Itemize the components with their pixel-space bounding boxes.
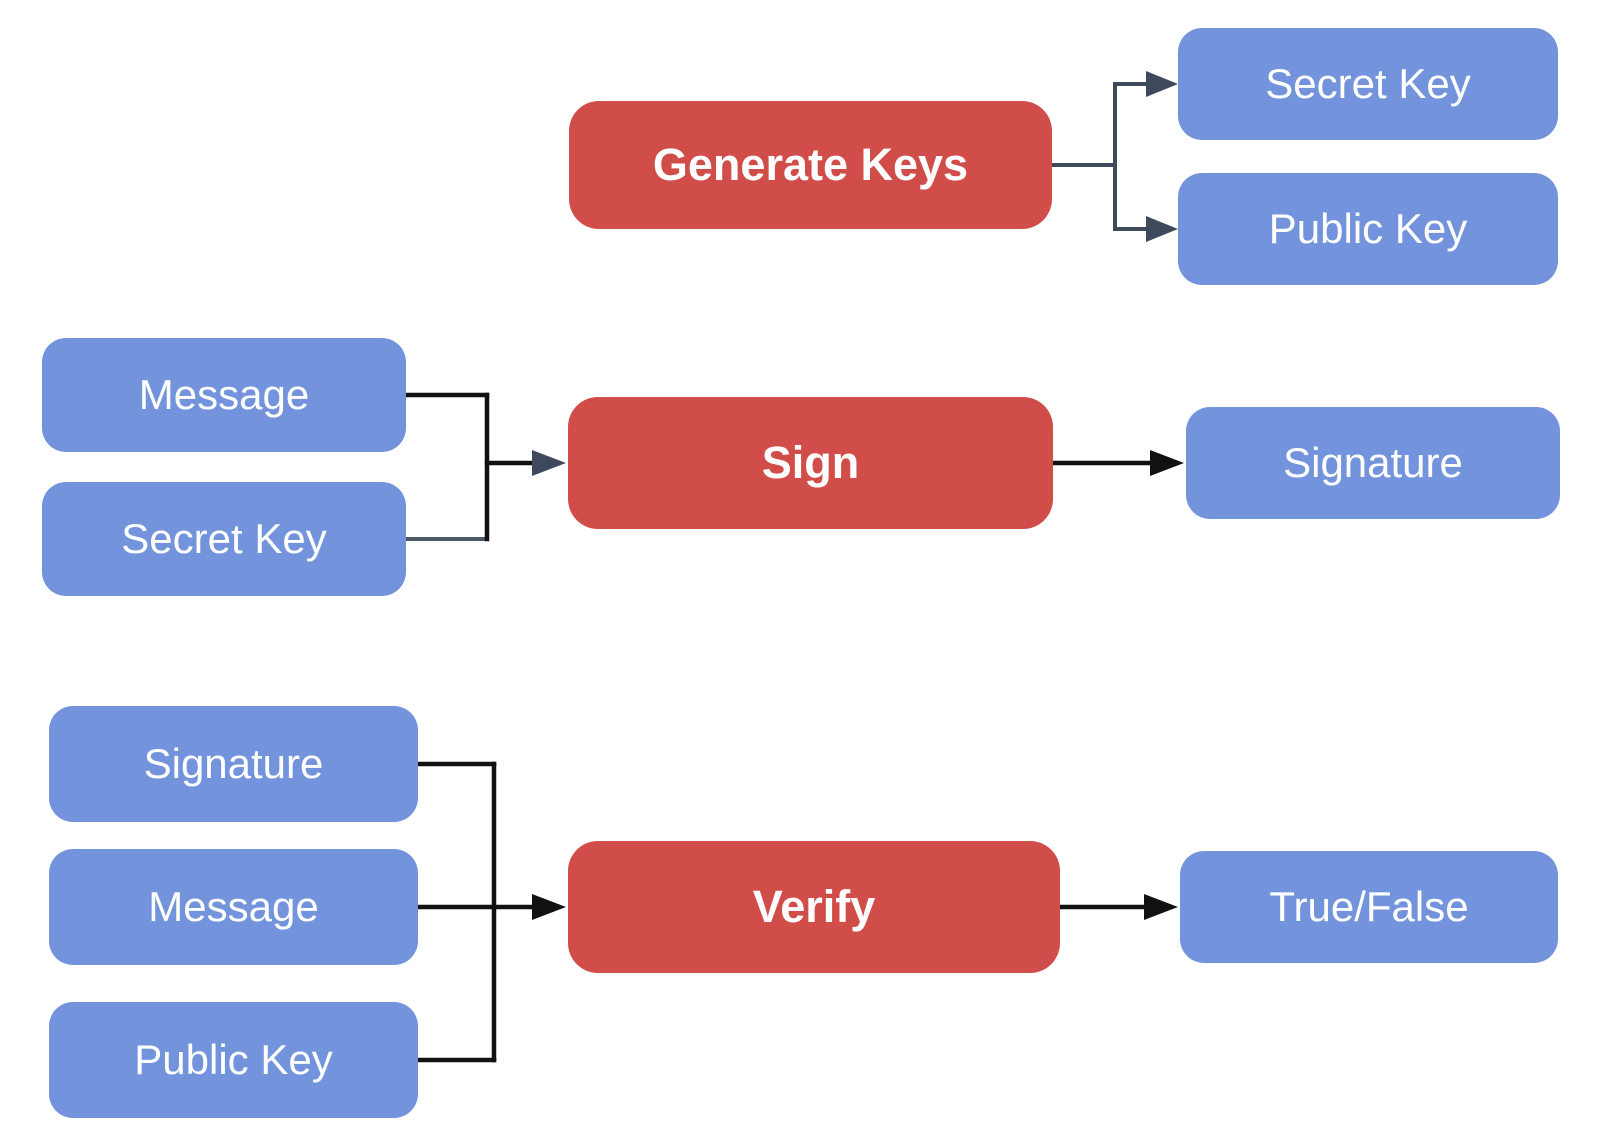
node-message-sign-input: Message [42,338,406,452]
node-label: Verify [752,881,876,933]
edge-sign-to-signature [1050,450,1184,476]
arrowhead-icon [1146,216,1178,242]
node-label: Message [138,370,310,418]
arrowhead-icon [1146,71,1178,97]
arrowhead-icon [532,894,566,920]
node-label: Sign [761,437,860,489]
node-true-false-output: True/False [1180,851,1558,963]
node-label: Generate Keys [652,139,969,191]
node-label: Secret Key [1265,59,1471,107]
node-label: True/False [1269,882,1469,930]
node-signature-verify-input: Signature [49,706,418,822]
node-verify: Verify [568,841,1060,973]
edge-line [1050,82,1117,231]
edge-generate-keys-to-public-key [1113,216,1178,242]
node-generate-keys: Generate Keys [569,101,1052,229]
edge-to-verify [415,894,566,920]
node-label: Secret Key [121,514,327,562]
edge-generate-keys-to-secret-key [1113,71,1178,97]
node-label: Public Key [134,1035,333,1083]
node-label: Signature [143,739,324,787]
edge-generate-keys-branch [1050,82,1117,231]
edge-to-sign [484,450,566,476]
node-public-key-verify-input: Public Key [49,1002,418,1118]
node-secret-key-output: Secret Key [1178,28,1558,140]
node-label: Public Key [1268,204,1468,252]
edge-sign-inputs-merge [403,392,490,542]
node-public-key-output: Public Key [1178,173,1558,285]
node-secret-key-sign-input: Secret Key [42,482,406,596]
edge-verify-inputs-merge [415,761,497,1063]
node-message-verify-input: Message [49,849,418,965]
node-sign: Sign [568,397,1053,529]
node-label: Message [148,882,319,930]
node-label: Signature [1283,438,1463,486]
node-signature-output: Signature [1186,407,1560,519]
edge-verify-to-true-false [1057,894,1178,920]
arrowhead-icon [532,450,566,476]
arrowhead-icon [1150,450,1184,476]
arrowhead-icon [1144,894,1178,920]
